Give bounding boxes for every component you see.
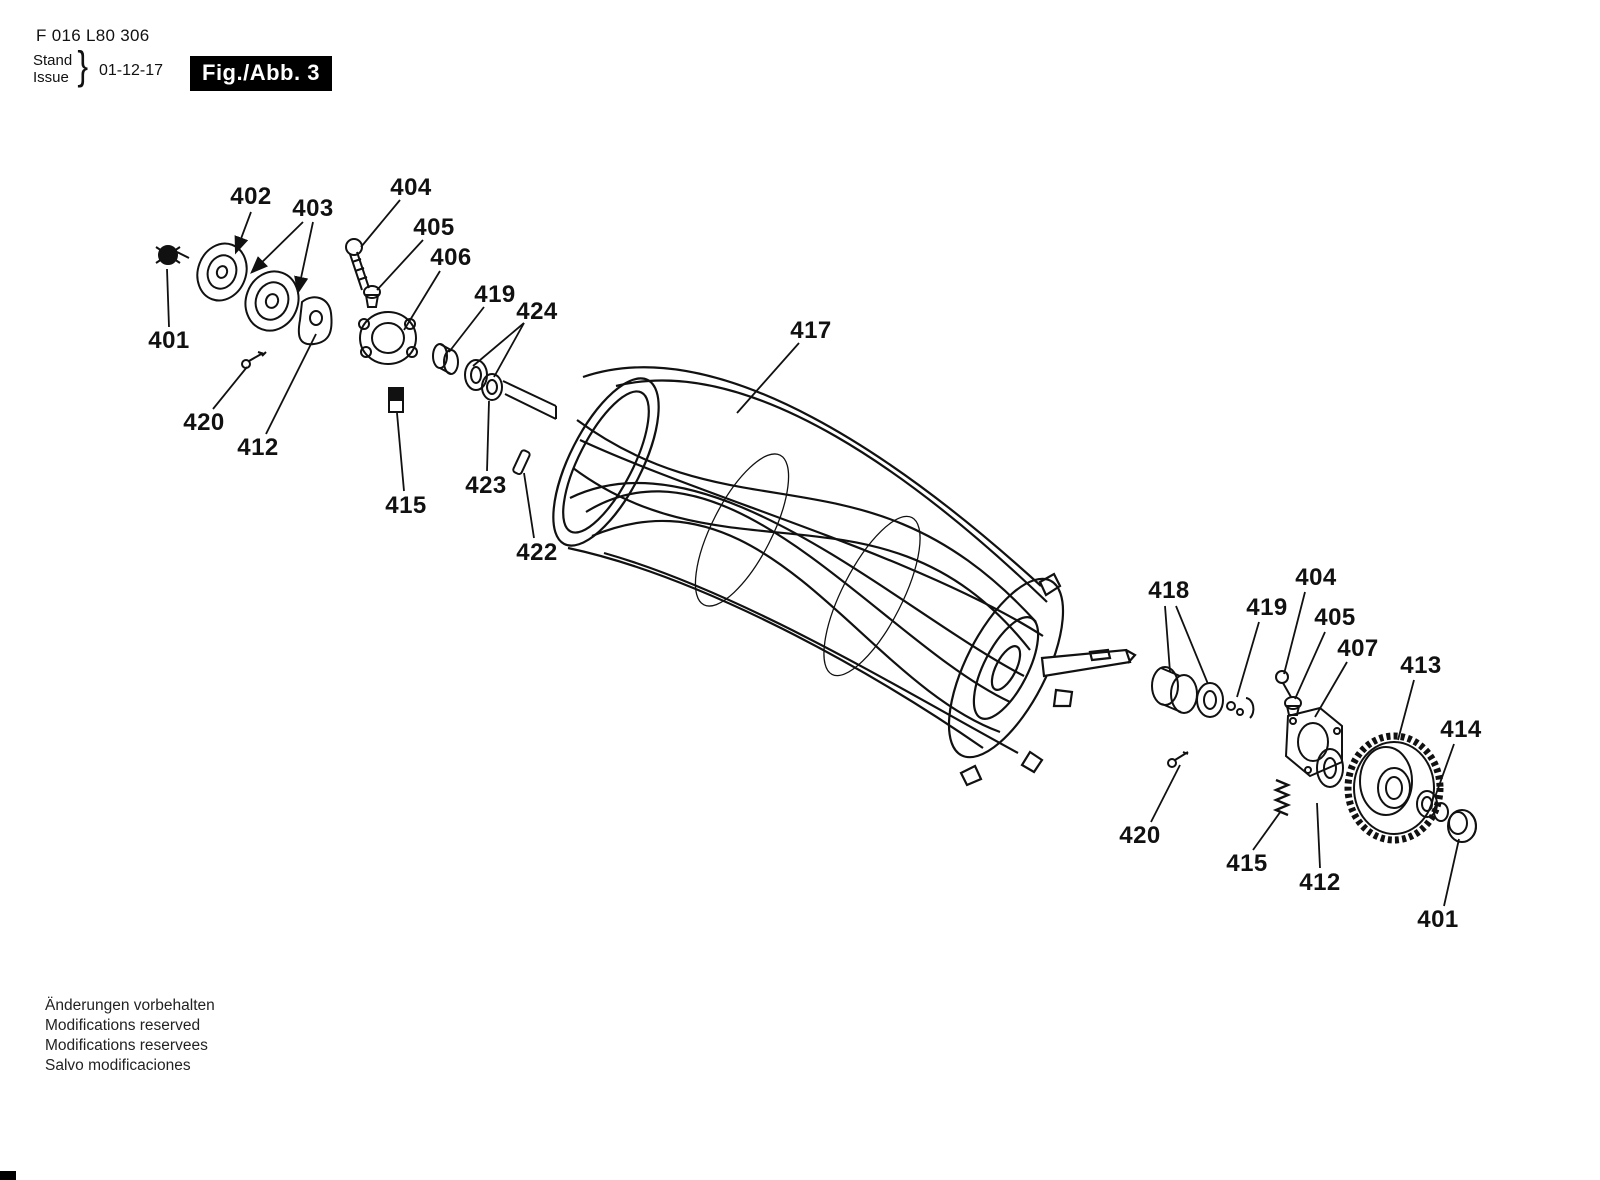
part-circlip-419-right	[1226, 697, 1255, 719]
part-pin-422	[512, 449, 531, 476]
part-label-420-21: 420	[1119, 822, 1161, 849]
part-label-407-18: 407	[1337, 635, 1379, 662]
leader-lines	[166, 199, 1460, 907]
document-number: F 016 L80 306	[36, 26, 150, 45]
issue-date: 01-12-17	[99, 62, 164, 79]
part-label-413-19: 413	[1400, 652, 1442, 679]
footer-note: Modifications reserved	[45, 1017, 201, 1034]
part-label-404-16: 404	[1295, 564, 1337, 591]
footer-note: Modifications reservees	[45, 1037, 208, 1054]
right-parts-group	[1151, 666, 1477, 844]
part-nut-405-right	[1284, 696, 1302, 716]
part-gear-413	[1344, 732, 1444, 844]
part-label-419-15: 419	[1246, 594, 1288, 621]
part-cap-401-right	[1447, 809, 1477, 843]
part-pulley-402	[196, 242, 248, 302]
part-label-420-9: 420	[183, 409, 225, 436]
part-spring-415-right	[1272, 778, 1292, 817]
part-label-405-3: 405	[413, 214, 455, 241]
issue-brace: }	[77, 44, 89, 88]
part-label-401-24: 401	[1417, 906, 1459, 933]
part-washer-414	[1416, 790, 1449, 822]
part-label-404-2: 404	[390, 174, 432, 201]
part-bolt-404-right	[1275, 670, 1292, 698]
part-disc-403	[244, 270, 300, 332]
part-label-405-17: 405	[1314, 604, 1356, 631]
page-corner-mark	[0, 1171, 16, 1180]
part-screw-420-right	[1167, 751, 1189, 768]
part-stud-405-left	[363, 285, 381, 308]
part-sleeve-418	[1151, 666, 1224, 718]
part-bracket-412	[297, 296, 333, 346]
part-label-414-20: 414	[1440, 716, 1482, 743]
part-label-412-23: 412	[1299, 869, 1341, 896]
part-label-412-10: 412	[237, 434, 279, 461]
part-reel-417	[552, 366, 1137, 787]
part-label-424-6: 424	[516, 298, 558, 325]
issue-label: Issue	[33, 69, 69, 86]
part-washer-423	[481, 373, 503, 401]
part-screw-401	[155, 245, 190, 265]
part-label-417-7: 417	[790, 317, 832, 344]
part-bolt-404-left	[345, 238, 370, 291]
part-label-401-8: 401	[148, 327, 190, 354]
footer-note: Salvo modificaciones	[45, 1057, 191, 1074]
issue-block: Stand Issue	[33, 52, 72, 86]
part-label-418-14: 418	[1148, 577, 1190, 604]
part-label-415-22: 415	[1226, 850, 1268, 877]
part-label-419-5: 419	[474, 281, 516, 308]
part-housing-407	[1284, 706, 1343, 778]
part-label-422-13: 422	[516, 539, 558, 566]
part-screw-420-left	[241, 351, 267, 369]
part-label-423-12: 423	[465, 472, 507, 499]
left-shaft	[502, 380, 557, 420]
part-collar-419-left	[432, 343, 459, 375]
stand-label: Stand	[33, 52, 73, 69]
footer-note: Änderungen vorbehalten	[45, 997, 215, 1014]
part-label-403-1: 403	[292, 195, 334, 222]
part-label-415-11: 415	[385, 492, 427, 519]
part-label-402-0: 402	[230, 183, 272, 210]
left-parts-group	[155, 238, 557, 476]
part-washer-412-right	[1316, 748, 1344, 788]
figure-label: Fig./Abb. 3	[190, 56, 332, 91]
part-housing-406	[358, 311, 418, 365]
part-label-406-4: 406	[430, 244, 472, 271]
part-plug-415-left	[388, 387, 404, 413]
